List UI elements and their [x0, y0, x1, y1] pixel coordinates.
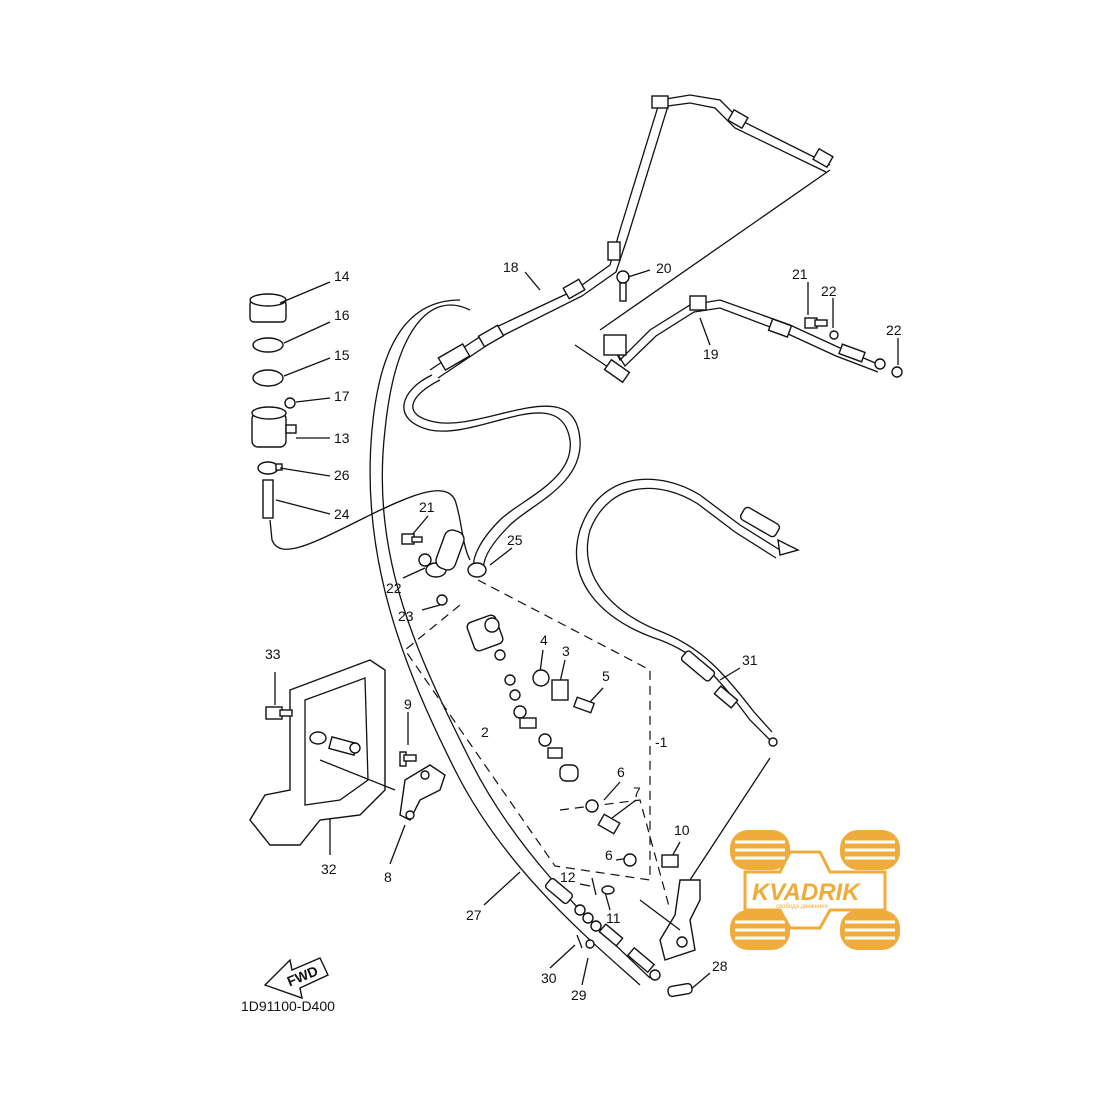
wheel-icon-bl — [730, 910, 790, 950]
label-21b: 21 — [419, 499, 435, 515]
label-5: 5 — [602, 668, 610, 684]
label-31: 31 — [742, 652, 758, 668]
label-22c: 22 — [386, 580, 402, 596]
hose-24 — [269, 490, 471, 561]
hose-18-fittings — [437, 95, 834, 384]
label-16: 16 — [334, 307, 350, 323]
cable-31-lower — [689, 757, 771, 881]
brake-lever — [639, 854, 701, 998]
bolt-33 — [265, 706, 293, 720]
hose-loop-18-b — [412, 379, 581, 571]
label-8: 8 — [384, 869, 392, 885]
label-32: 32 — [321, 861, 337, 877]
cable-27-inner — [369, 299, 641, 986]
leader-lines — [274, 269, 899, 991]
label-24: 24 — [334, 506, 350, 522]
washer-22-center — [418, 553, 432, 567]
label-22a: 22 — [821, 283, 837, 299]
logo-slogan: свобода движения — [776, 904, 828, 910]
master-cylinder — [466, 614, 637, 896]
cable-31-b — [586, 487, 777, 733]
label-4: 4 — [540, 632, 548, 648]
label-30: 30 — [541, 970, 557, 986]
reservoir-13 — [251, 406, 297, 448]
label-1: -1 — [655, 734, 668, 750]
banjo-fitting — [425, 529, 465, 578]
diaphragm-16 — [252, 337, 284, 353]
label-12: 12 — [560, 869, 576, 885]
bolt-21-right — [804, 317, 828, 329]
label-22b: 22 — [886, 322, 902, 338]
plate-15 — [252, 369, 284, 387]
brake-hose-18 — [429, 94, 831, 371]
logo-brand: KVADRIK — [752, 879, 861, 906]
label-2: 2 — [481, 724, 489, 740]
bolt-21-center — [401, 533, 423, 545]
cable-27-fittings — [544, 877, 661, 981]
label-15: 15 — [334, 347, 350, 363]
screw-17 — [284, 397, 296, 409]
label-25: 25 — [507, 532, 523, 548]
label-27: 27 — [466, 907, 482, 923]
label-14: 14 — [334, 268, 350, 284]
label-19: 19 — [703, 346, 719, 362]
bolt-20 — [616, 270, 630, 302]
kvadrik-logo: KVADRIK свобода движения — [730, 830, 900, 950]
part-labels: -1 2 3 4 5 6 6 7 8 9 10 11 12 13 14 15 1… — [241, 259, 902, 1014]
bracket-8 — [399, 764, 446, 821]
bolt-9 — [399, 751, 417, 767]
label-18: 18 — [503, 259, 519, 275]
label-23: 23 — [398, 608, 414, 624]
label-6b: 6 — [605, 847, 613, 863]
hose-19 — [603, 295, 886, 373]
reservoir-cap-14 — [249, 293, 287, 323]
assembly-box-1 — [404, 579, 651, 881]
label-28: 28 — [712, 958, 728, 974]
label-9: 9 — [404, 696, 412, 712]
washer-22-right-a — [829, 330, 839, 340]
label-7: 7 — [633, 784, 641, 800]
cable-31-ends — [680, 506, 800, 747]
hose-loop-18 — [403, 374, 571, 571]
label-33: 33 — [265, 646, 281, 662]
brake-hose-18-b — [437, 102, 827, 379]
label-3: 3 — [562, 643, 570, 659]
wheel-icon-br — [840, 910, 900, 950]
assembly-box-1-inner — [559, 799, 671, 911]
label-26: 26 — [334, 467, 350, 483]
cable-27 — [381, 304, 651, 979]
label-21a: 21 — [792, 266, 808, 282]
fwd-arrow-icon: FWD — [263, 957, 329, 1000]
label-10: 10 — [674, 822, 690, 838]
label-13: 13 — [334, 430, 350, 446]
logo-frame — [743, 850, 887, 930]
diagram-code: 1D91100-D400 — [241, 998, 335, 1014]
leader-18-19 — [599, 169, 831, 331]
clamp-26 — [257, 461, 283, 475]
hose-24-stub — [262, 479, 274, 519]
label-11: 11 — [606, 910, 621, 926]
guard-32 — [249, 659, 396, 846]
nut-25 — [467, 562, 487, 578]
wheel-icon-tl — [730, 830, 790, 870]
washer-23 — [436, 594, 448, 606]
label-20: 20 — [656, 260, 672, 276]
wheel-icon-tr — [840, 830, 900, 870]
label-29: 29 — [571, 987, 587, 1003]
label-6a: 6 — [617, 764, 625, 780]
washer-22-right-b — [891, 366, 903, 378]
label-17: 17 — [334, 388, 350, 404]
